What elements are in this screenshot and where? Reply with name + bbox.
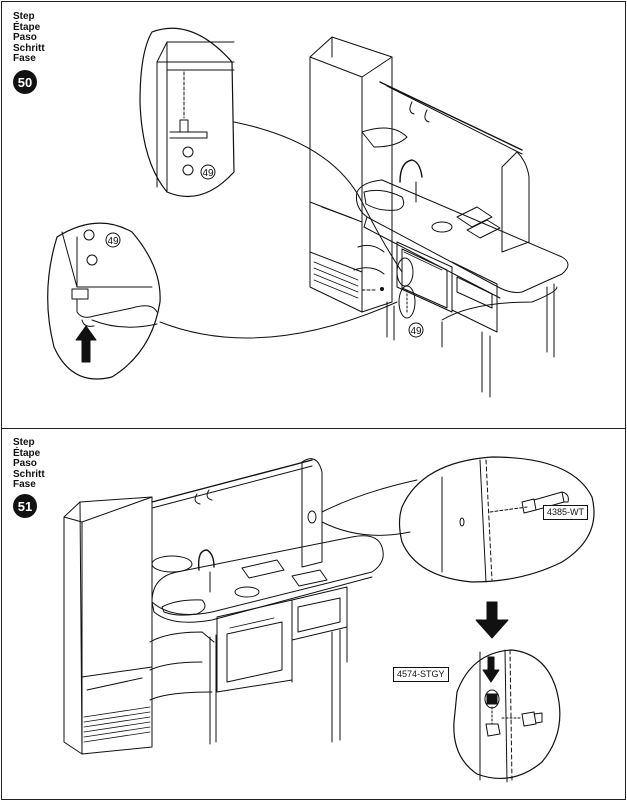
step-51-number: 51 <box>13 494 37 518</box>
arrow-down-icon <box>475 601 509 639</box>
step-label-en: Step <box>13 11 35 22</box>
step-label-fr: Étape <box>13 447 41 459</box>
step-label-es: Paso <box>13 32 37 44</box>
step-label-fr: Étape <box>13 21 41 33</box>
detail-circle-nut <box>453 649 561 783</box>
step-label-de: Schritt <box>13 42 45 54</box>
arrow-up-icon <box>75 325 97 363</box>
kitchen-step50 <box>309 36 569 398</box>
part-callout: 49 <box>410 326 422 337</box>
part-code-bolt: 4385-WT <box>543 505 589 520</box>
step-label-de: Schritt <box>13 468 45 480</box>
step-label-es: Paso <box>13 458 37 470</box>
part-callout: 49 <box>202 168 214 179</box>
step-50-number: 50 <box>13 70 37 94</box>
detail-circle-top <box>139 27 235 198</box>
detail-circle-bottom <box>47 222 161 380</box>
step-divider <box>2 428 625 429</box>
step-label-it: Fase <box>13 53 36 65</box>
part-callout: 49 <box>107 236 119 247</box>
step-label-it: Fase <box>13 479 36 491</box>
arrow-down-icon <box>482 656 500 683</box>
step-51-label: Step Étape Paso Schritt Fase <box>13 437 73 491</box>
part-code-nut: 4574-STGY <box>393 667 449 682</box>
step-50-label: Step Étape Paso Schritt Fase <box>13 11 73 65</box>
kitchen-step51 <box>63 458 384 755</box>
step-label-en: Step <box>13 437 35 448</box>
